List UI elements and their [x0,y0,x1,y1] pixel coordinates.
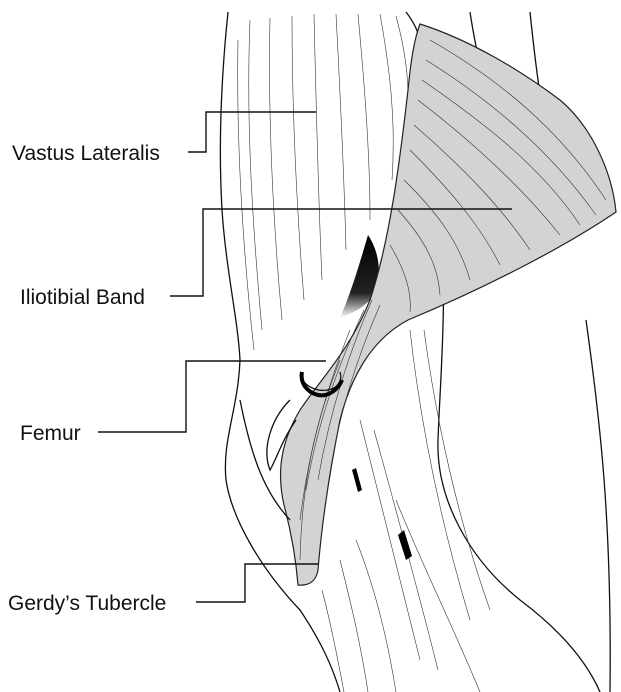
label-vastus-lateralis: Vastus Lateralis [12,142,160,165]
label-femur: Femur [20,422,81,445]
shadow-slit [398,530,412,560]
label-iliotibial-band: Iliotibial Band [20,286,145,309]
shadow-slit [352,468,362,492]
label-gerdys-tubercle: Gerdy’s Tubercle [8,592,166,615]
